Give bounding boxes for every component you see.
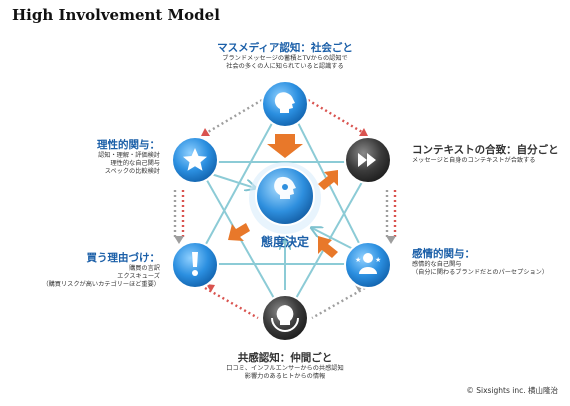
node-top-desc-2: 社会の多くの人に知られていると認識する bbox=[226, 63, 344, 70]
node-bottom-desc-2: 影響力のあるヒトからの情報 bbox=[244, 373, 326, 380]
node-upper-left-desc-2: 理性的な自己関与 bbox=[110, 160, 161, 167]
arrowhead-left-down bbox=[174, 236, 184, 244]
node-lower-right-desc-1: 感情的な自己関与 bbox=[412, 261, 462, 268]
node-bottom-desc-1: 口コミ、インフルエンサーからの共感認知 bbox=[226, 365, 344, 372]
node-upper-left-desc-1: 認知・理解・評価検討 bbox=[98, 152, 160, 159]
person-stars-icon: ★ ★ bbox=[355, 253, 381, 274]
node-bottom-title: 共感認知：仲間ごと bbox=[237, 352, 333, 364]
influence-arrows bbox=[228, 134, 338, 258]
arrowhead-bottom-left bbox=[206, 284, 215, 292]
node-lower-right-title: 感情的関与： bbox=[412, 248, 475, 260]
node-upper-right-desc-1: メッセージと自身のコンテキストが合致する bbox=[412, 157, 536, 164]
head-gears-icon bbox=[274, 176, 296, 199]
arrow-lowerleft-in bbox=[228, 223, 250, 241]
node-upper-left-desc-3: スペックの比較検討 bbox=[104, 168, 160, 175]
center-node bbox=[249, 162, 321, 234]
arrowhead-upperright bbox=[359, 128, 368, 136]
node-lower-left-desc-1: 購買の言訳 bbox=[129, 265, 160, 272]
cycle-dotted-arrows bbox=[173, 98, 397, 320]
node-lower-left-title: 買う理由づけ： bbox=[86, 252, 161, 264]
node-lower-left bbox=[171, 241, 219, 289]
model-title: High Involvement Model bbox=[12, 6, 220, 24]
node-bottom bbox=[261, 294, 309, 342]
node-top-desc-1: ブランドメッセージの蓄積とTVからの認知で bbox=[222, 55, 348, 62]
star-icon bbox=[183, 148, 207, 171]
exclamation-icon bbox=[192, 252, 198, 276]
svg-text:★: ★ bbox=[355, 256, 361, 264]
svg-text:★: ★ bbox=[375, 256, 381, 264]
line-upperright-bottom bbox=[294, 167, 371, 301]
node-upper-right-title: コンテキストの合致：自分ごと bbox=[412, 144, 559, 156]
head-silhouette-icon bbox=[274, 92, 295, 113]
center-label: 態度決定 bbox=[261, 234, 309, 249]
node-top bbox=[261, 80, 309, 128]
node-lower-right-desc-2: （自分に関わるブランドだとのパーセプション） bbox=[412, 269, 549, 276]
arrow-top-down bbox=[267, 134, 303, 158]
arrow-lowerright-in bbox=[318, 236, 338, 258]
node-upper-left-title: 理性的関与： bbox=[97, 139, 160, 151]
node-lower-right: ★ ★ bbox=[344, 241, 392, 289]
dots-top-to-upperleft bbox=[207, 98, 263, 134]
node-upper-left bbox=[171, 136, 219, 184]
line-lowerright-center bbox=[312, 228, 356, 251]
node-lower-left-desc-3: （購買リスクが高いカテゴリーほど重要） bbox=[42, 281, 160, 288]
arrowhead-upperleft bbox=[201, 128, 210, 136]
fast-forward-icon bbox=[358, 153, 376, 167]
dots-top-to-upperright bbox=[307, 98, 363, 134]
node-upper-right bbox=[344, 136, 392, 184]
line-top-lowerleft bbox=[199, 104, 283, 256]
arrow-upperright-in bbox=[318, 170, 338, 190]
lightbulb-icon bbox=[271, 305, 299, 332]
node-top-title: マスメディア認知：社会ごと bbox=[217, 42, 353, 54]
node-lower-left-desc-2: エクスキューズ bbox=[117, 273, 160, 280]
dots-lowerright-to-bottom bbox=[311, 286, 366, 320]
copyright: © Sixsights inc. 横山隆治 bbox=[466, 386, 558, 395]
arrowhead-right-down bbox=[386, 236, 396, 244]
dots-lowerleft-to-bottom bbox=[204, 286, 259, 320]
